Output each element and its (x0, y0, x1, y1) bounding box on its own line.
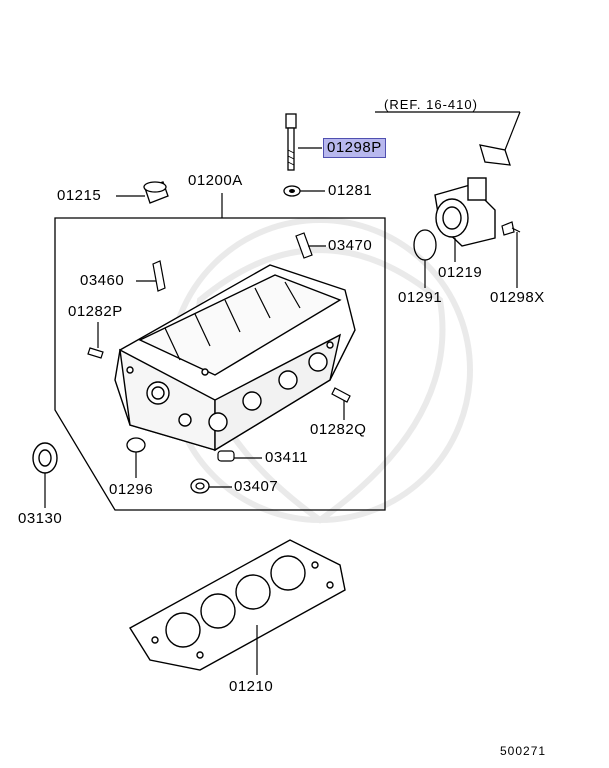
gasket-ring (413, 229, 437, 261)
part-number-01210[interactable]: 01210 (229, 678, 274, 695)
part-number-01219[interactable]: 01219 (438, 264, 483, 281)
camshaft-seal (143, 181, 169, 204)
water-outlet-housing (434, 177, 496, 247)
part-number-03470[interactable]: 03470 (328, 237, 373, 254)
part-number-01281[interactable]: 01281 (328, 182, 373, 199)
part-number-01282Q[interactable]: 01282Q (310, 421, 367, 438)
part-number-01296[interactable]: 01296 (109, 481, 154, 498)
figure-number: 500271 (500, 744, 547, 758)
part-number-01282P[interactable]: 01282P (68, 303, 123, 320)
sensor (479, 144, 511, 166)
part-number-03460[interactable]: 03460 (80, 272, 125, 289)
part-number-01291[interactable]: 01291 (398, 289, 443, 306)
o-ring (126, 437, 146, 453)
plug-seal (190, 478, 210, 494)
part-number-03407[interactable]: 03407 (234, 478, 279, 495)
oil-seal (32, 442, 58, 474)
part-number-01298X[interactable]: 01298X (490, 289, 545, 306)
cylinder-head (114, 264, 356, 452)
head-bolt (285, 113, 297, 171)
head-gasket (129, 539, 346, 671)
part-number-01200A[interactable]: 01200A (188, 172, 243, 189)
reference-label: (REF. 16-410) (384, 97, 478, 112)
housing-bolt (501, 221, 521, 236)
part-number-03130[interactable]: 03130 (18, 510, 63, 527)
plug (217, 450, 235, 462)
stud-bolt (87, 347, 104, 359)
part-number-01215[interactable]: 01215 (57, 187, 102, 204)
stud-bolt-2 (331, 387, 351, 403)
guide-sleeve-2 (152, 260, 166, 292)
assembly-box (54, 217, 386, 511)
part-number-01298P[interactable]: 01298P (323, 138, 386, 158)
part-number-03411[interactable]: 03411 (265, 449, 309, 466)
guide-sleeve (295, 232, 313, 259)
